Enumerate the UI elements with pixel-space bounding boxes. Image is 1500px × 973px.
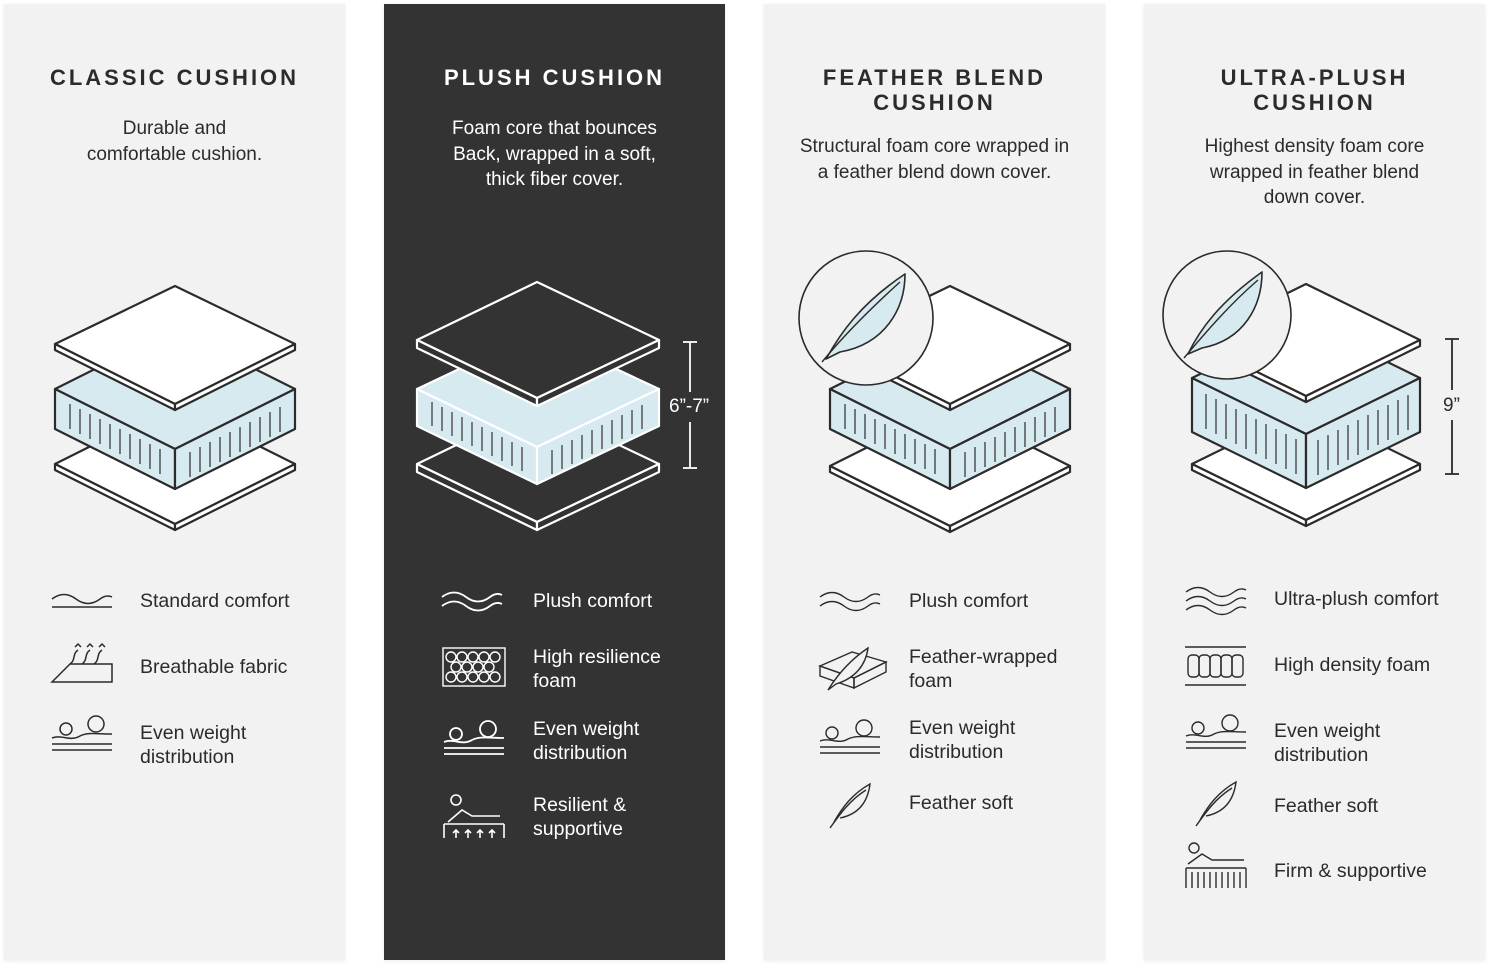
feather-icon bbox=[1195, 780, 1237, 827]
panel-description: Foam core that bounces Back, wrapped in … bbox=[384, 116, 725, 193]
title-line: ULTRA-PLUSH bbox=[1220, 65, 1409, 90]
cushion-layers-illustration bbox=[53, 284, 297, 532]
panel-title: CLASSIC CUSHION bbox=[49, 65, 300, 90]
feature-label-line: supportive bbox=[533, 818, 623, 840]
panel-description: Structural foam core wrapped in a feathe… bbox=[764, 134, 1105, 185]
feature-label-line: foam bbox=[533, 670, 577, 692]
feature-label-line: Feather-wrapped bbox=[909, 646, 1058, 668]
feature-label-line: Even weight bbox=[1274, 720, 1381, 742]
breathable-fabric-icon bbox=[50, 642, 113, 683]
panel-description: Durable and comfortable cushion. bbox=[4, 116, 345, 167]
cushion-layers-illustration bbox=[415, 280, 697, 532]
feature-label: Breathable fabric bbox=[140, 655, 287, 679]
ultra-plush-cushion-panel: ULTRA-PLUSH CUSHION Highest density foam… bbox=[1144, 4, 1485, 960]
even-weight-icon bbox=[1185, 714, 1247, 749]
wave-triple-icon bbox=[1185, 586, 1247, 616]
feather-icon bbox=[829, 782, 871, 829]
feature-label-line: Firm & supportive bbox=[1274, 860, 1427, 882]
feature-label: Standard comfort bbox=[140, 589, 290, 613]
wave-double-icon bbox=[819, 591, 881, 612]
feature-label-line: High density foam bbox=[1274, 654, 1431, 676]
description-line: Highest density foam core bbox=[1204, 136, 1425, 157]
feature-label-line: distribution bbox=[140, 746, 235, 768]
title-line: CUSHION bbox=[1253, 90, 1376, 115]
feature-label-line: Breathable fabric bbox=[140, 656, 288, 678]
feature-label-line: Ultra-plush comfort bbox=[1274, 588, 1439, 610]
title-line: FEATHER BLEND bbox=[822, 65, 1047, 90]
classic-cushion-panel: CLASSIC CUSHION Durable and comfortable … bbox=[4, 4, 345, 960]
description-line: a feather blend down cover. bbox=[817, 161, 1052, 183]
description-line: Durable and bbox=[122, 118, 227, 139]
feature-label: Resilient & supportive bbox=[533, 793, 626, 841]
feature-label-line: distribution bbox=[533, 742, 628, 764]
feature-label: Feather soft bbox=[1274, 794, 1378, 818]
title-line: CUSHION bbox=[873, 90, 996, 115]
description-line: wrapped in feather blend bbox=[1209, 161, 1420, 183]
feature-label-line: Standard comfort bbox=[140, 590, 290, 612]
feature-label-line: Plush comfort bbox=[909, 590, 1029, 612]
high-density-foam-icon bbox=[1185, 646, 1246, 686]
feature-label-line: Feather soft bbox=[1274, 795, 1379, 817]
feature-label-line: Even weight bbox=[140, 722, 247, 744]
foam-cells-icon bbox=[442, 647, 506, 687]
even-weight-icon bbox=[819, 719, 881, 754]
cushion-layers-illustration bbox=[1162, 250, 1459, 528]
panel-title: FEATHER BLEND CUSHION bbox=[764, 65, 1105, 115]
feature-label-line: Even weight bbox=[909, 717, 1016, 739]
even-weight-icon bbox=[443, 720, 505, 755]
panel-title: PLUSH CUSHION bbox=[443, 65, 666, 90]
description-line: Structural foam core wrapped in bbox=[799, 136, 1070, 157]
dimension-label: 6”-7” bbox=[669, 396, 710, 417]
feature-label-line: Even weight bbox=[533, 718, 640, 740]
wave-single-icon bbox=[51, 593, 113, 608]
feature-label: Even weight distribution bbox=[533, 717, 639, 765]
description-line: thick fiber cover. bbox=[485, 169, 624, 190]
feature-label: High resilience foam bbox=[533, 645, 661, 693]
feature-label: Ultra-plush comfort bbox=[1274, 587, 1439, 611]
feature-label: Plush comfort bbox=[909, 589, 1028, 613]
cushion-layers-illustration bbox=[798, 250, 1072, 534]
dimension-label: 9” bbox=[1443, 395, 1460, 416]
description-line: Back, wrapped in a soft, bbox=[453, 143, 656, 165]
feature-label: Firm & supportive bbox=[1274, 859, 1427, 883]
feather-wrapped-foam-icon bbox=[818, 646, 888, 691]
description-line: down cover. bbox=[1263, 187, 1366, 208]
feature-label: High density foam bbox=[1274, 653, 1430, 677]
description-line: comfortable cushion. bbox=[86, 143, 263, 165]
feature-label-line: Feather soft bbox=[909, 792, 1014, 814]
feature-label: Even weight distribution bbox=[140, 721, 246, 769]
description-line: Foam core that bounces bbox=[452, 118, 657, 139]
wave-double-icon bbox=[441, 591, 503, 612]
feature-label-line: distribution bbox=[1274, 744, 1369, 766]
feature-label: Plush comfort bbox=[533, 589, 652, 613]
panel-description: Highest density foam core wrapped in fea… bbox=[1144, 134, 1485, 211]
feature-label-line: Plush comfort bbox=[533, 590, 653, 612]
feather-blend-cushion-panel: FEATHER BLEND CUSHION Structural foam co… bbox=[764, 4, 1105, 960]
feature-label-line: distribution bbox=[909, 741, 1004, 763]
panel-title: ULTRA-PLUSH CUSHION bbox=[1144, 65, 1485, 115]
plush-cushion-panel: PLUSH CUSHION Foam core that bounces Bac… bbox=[384, 4, 725, 960]
reclining-support-icon bbox=[443, 794, 505, 838]
feature-label: Even weight distribution bbox=[1274, 719, 1380, 767]
feature-label: Feather-wrapped foam bbox=[909, 645, 1058, 693]
feature-label-line: High resilience bbox=[533, 646, 661, 668]
even-weight-icon bbox=[51, 715, 113, 751]
firm-support-icon bbox=[1185, 842, 1247, 888]
feature-label-line: foam bbox=[909, 670, 953, 692]
feature-label: Feather soft bbox=[909, 791, 1013, 815]
feature-label-line: Resilient & bbox=[533, 794, 627, 816]
feature-label: Even weight distribution bbox=[909, 716, 1015, 764]
